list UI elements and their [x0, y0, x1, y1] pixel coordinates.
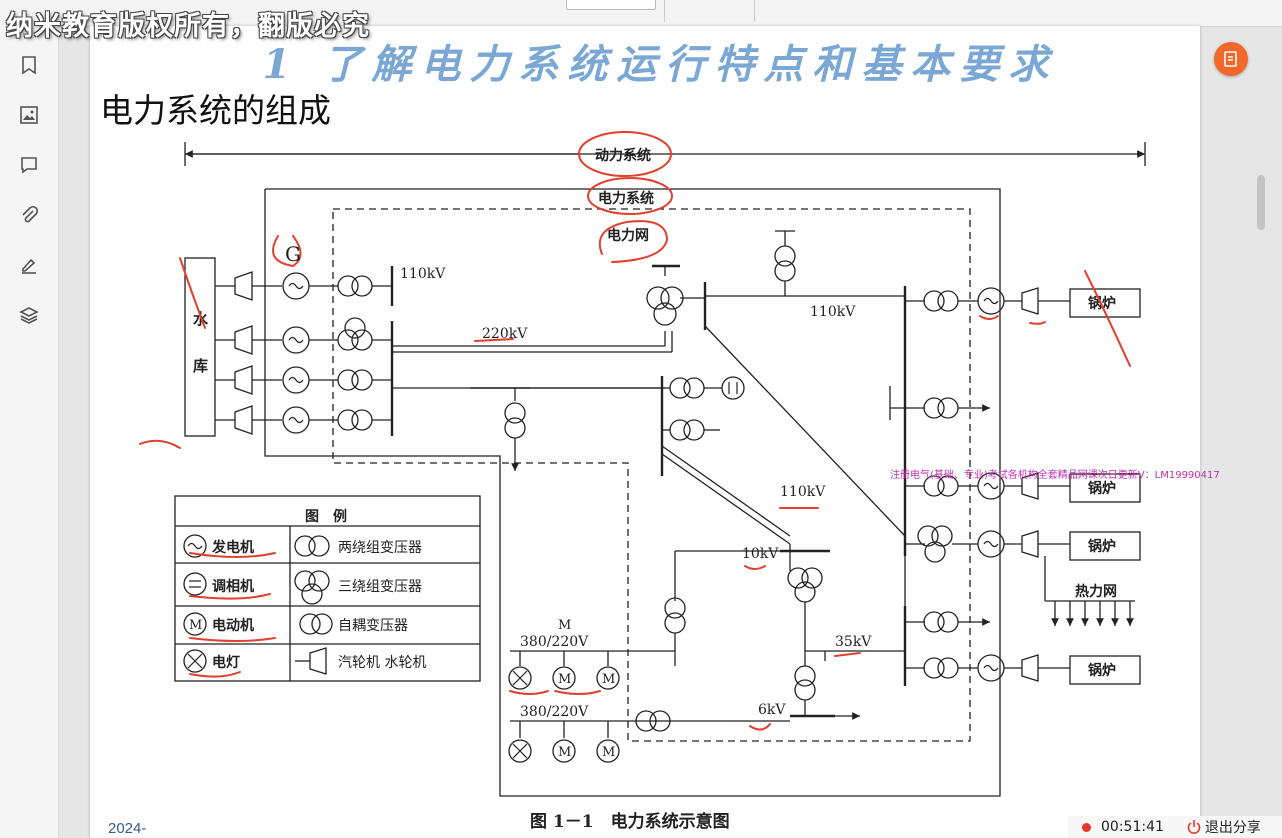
legend-title: 图 例: [305, 508, 347, 525]
label-10kv: 10kV: [742, 546, 779, 562]
power-system-diagram: M M M M M M 动力系统 电力系统 电力网 水 库 110kV 220k…: [139, 131, 1146, 832]
exit-share-label: 退出分享: [1204, 820, 1261, 836]
legend-lamp: 电灯: [212, 654, 240, 671]
layers-button[interactable]: [14, 300, 44, 330]
label-power-system: 电力系统: [598, 190, 654, 207]
label-heat-network: 热力网: [1075, 583, 1117, 600]
left-sidebar: [0, 26, 59, 838]
label-boiler: 锅炉: [1088, 295, 1116, 312]
legend-auto-transformer: 自耦变压器: [338, 618, 408, 634]
motor-symbol: M: [602, 745, 615, 760]
label-boiler: 锅炉: [1088, 480, 1116, 497]
copyright-watermark: 纳米教育版权所有，翻版必究: [6, 11, 370, 42]
motor-symbol: M: [558, 745, 571, 760]
share-timer: 00:51:41: [1101, 819, 1164, 835]
thumbnail-button[interactable]: [14, 100, 44, 130]
label-110kv-a: 110kV: [400, 266, 446, 282]
recording-dot-icon: [1082, 822, 1091, 832]
motor-symbol: M: [189, 618, 202, 633]
legend-motor: 电动机: [212, 617, 254, 634]
toolbar-separator: [664, 0, 665, 22]
motor-symbol: M: [558, 618, 571, 633]
label-reservoir-2: 库: [193, 357, 208, 375]
legend-generator: 发电机: [211, 539, 254, 556]
label-35kv: 35kV: [835, 634, 872, 650]
legend-three-winding: 三绕组变压器: [338, 579, 422, 595]
bookmark-button[interactable]: [14, 50, 44, 80]
vertical-scrollbar-track[interactable]: [1256, 160, 1266, 810]
bookmark-icon: [22, 56, 36, 75]
comment-icon: [21, 157, 37, 174]
comment-button[interactable]: [14, 150, 44, 180]
label-380v-b: 380/220V: [520, 704, 589, 720]
label-6kv: 6kV: [758, 702, 786, 718]
label-boiler: 锅炉: [1088, 662, 1116, 679]
legend-two-winding: 两绕组变压器: [338, 540, 422, 556]
label-power-network: 电力网: [607, 227, 649, 244]
legend-synchronous-condenser: 调相机: [212, 578, 254, 595]
attachment-button[interactable]: [14, 200, 44, 230]
power-icon: [1187, 820, 1201, 834]
screen-share-status: 00:51:41 退出分享: [1068, 816, 1282, 838]
signature-button[interactable]: [14, 250, 44, 280]
document-page: 1 了解电力系统运行特点和基本要求 电力系统的组成: [90, 26, 1220, 838]
page-title: 1 了解电力系统运行特点和基本要求: [262, 41, 1058, 88]
paperclip-icon: [22, 205, 39, 223]
zoom-input[interactable]: [566, 0, 656, 10]
floating-tool-button[interactable]: [1214, 42, 1248, 76]
diagram-caption: 图 1－1 电力系统示意图: [530, 811, 730, 832]
highlighter-icon: [22, 258, 36, 274]
label-110kv-c: 110kV: [780, 484, 826, 500]
footer-date: 2024-: [108, 820, 147, 837]
label-220kv: 220kV: [482, 326, 528, 342]
label-dynamic-system: 动力系统: [595, 147, 651, 164]
vertical-scrollbar-thumb[interactable]: [1257, 175, 1265, 230]
motor-symbol: M: [558, 672, 571, 687]
label-boiler: 锅炉: [1088, 538, 1116, 555]
motor-symbol: M: [602, 672, 615, 687]
ad-banner-text: 注册电气(基础、专业)考试各机构全套精品网课次日更新V：LM19990417: [890, 470, 1220, 481]
red-annotations: [139, 131, 1131, 731]
layers-icon: [19, 307, 39, 324]
toolbar-separator: [754, 0, 755, 22]
image-icon: [20, 106, 38, 124]
section-heading: 电力系统的组成: [100, 91, 331, 130]
document-icon: [1224, 51, 1237, 67]
exit-share-button[interactable]: 退出分享: [1186, 817, 1261, 837]
label-380v-a: 380/220V: [520, 634, 589, 650]
label-110kv-b: 110kV: [810, 304, 856, 320]
annotation-g: G: [285, 242, 301, 266]
legend-turbine: 汽轮机 水轮机: [338, 655, 426, 671]
